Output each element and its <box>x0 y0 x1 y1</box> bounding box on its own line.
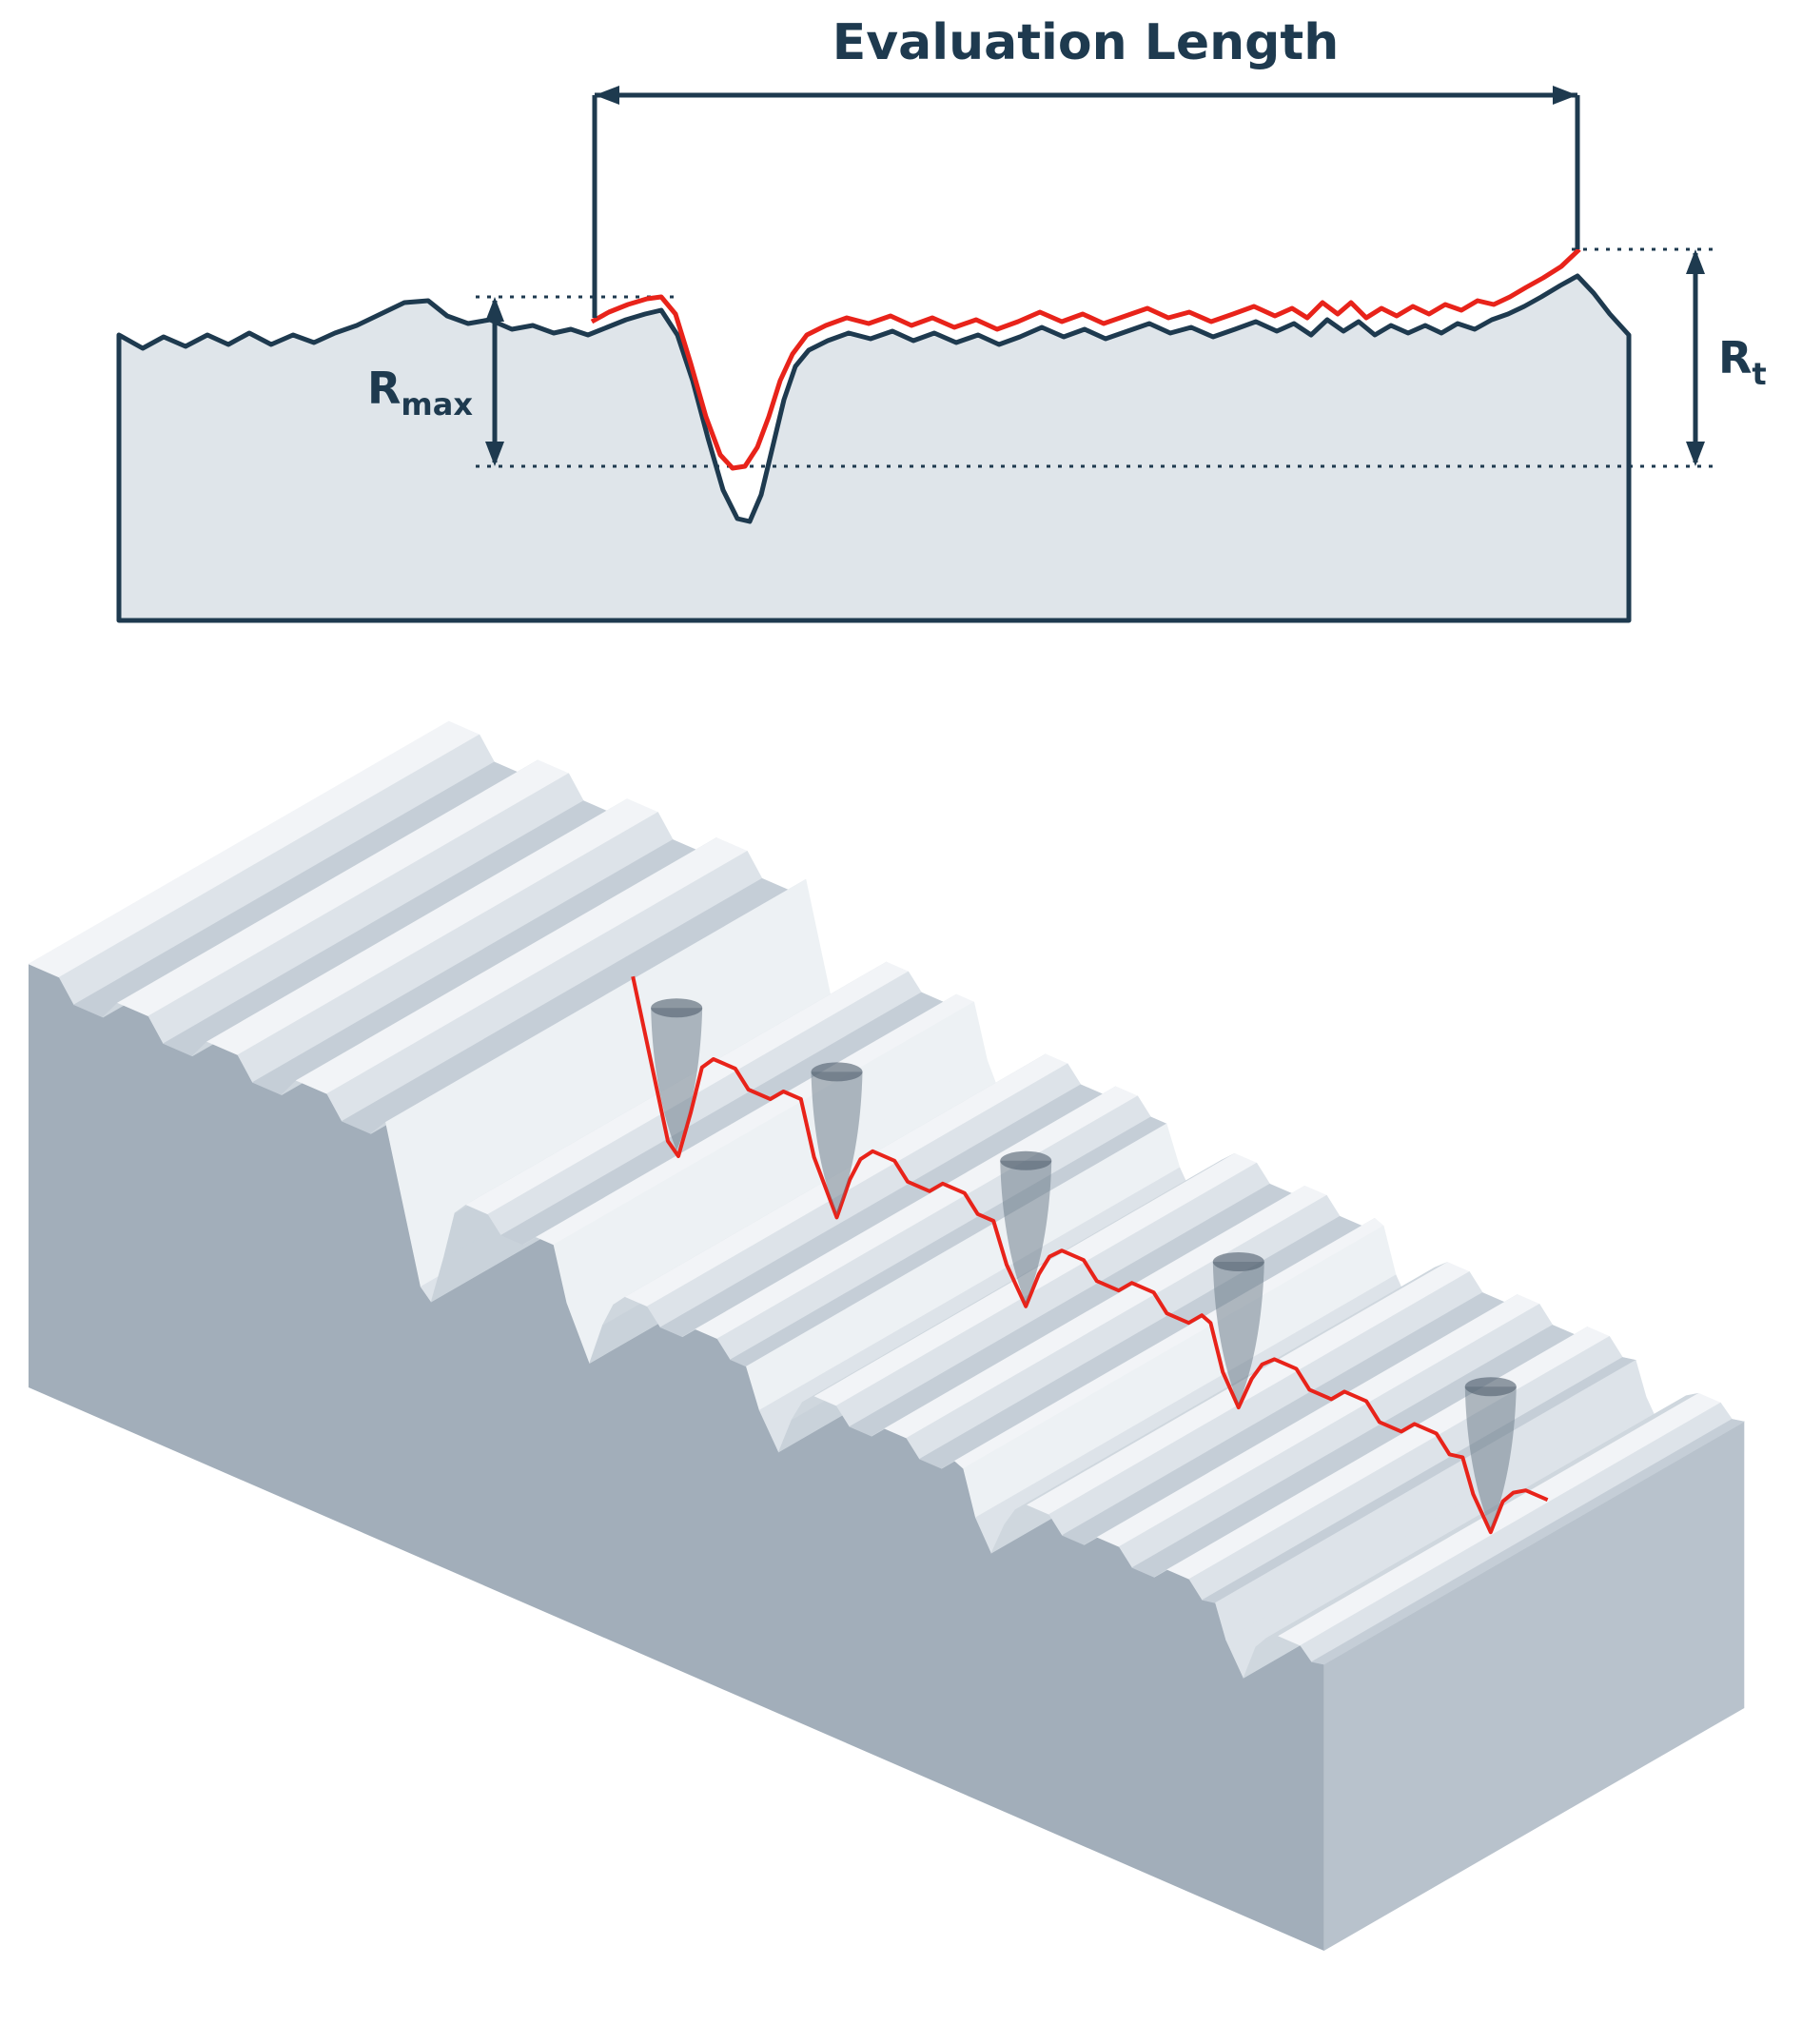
stylus-probe-top-rim <box>651 998 703 1018</box>
rt-base: R <box>1718 332 1752 383</box>
stylus-probe <box>1000 1160 1052 1304</box>
arrowhead <box>485 442 504 466</box>
rt-label: Rt <box>1718 332 1767 392</box>
stylus-probe-top-rim <box>1212 1252 1264 1271</box>
stylus-probe-top-rim <box>811 1062 863 1082</box>
stylus-probe <box>1464 1386 1517 1530</box>
evaluation-length-label: Evaluation Length <box>832 14 1340 71</box>
stylus-probe <box>811 1071 863 1215</box>
rmax-base: R <box>367 363 401 414</box>
stylus-probe <box>651 1008 703 1151</box>
stylus-probe-top-rim <box>1000 1150 1052 1170</box>
stylus-trace <box>631 975 1549 1535</box>
arrowhead <box>1553 86 1577 105</box>
surface-cross-section <box>116 273 1632 623</box>
roughness-trace <box>590 247 1581 471</box>
isometric-surface-illustration <box>28 720 1746 1951</box>
arrowhead <box>1686 442 1705 466</box>
block-right-face <box>1323 1422 1745 1951</box>
top-surface-segment <box>1310 1419 1746 1665</box>
rmax-subscript: max <box>401 386 473 423</box>
rmax-label: Rmax <box>367 363 473 423</box>
stylus-probe-top-rim <box>1464 1377 1517 1397</box>
arrowhead <box>595 86 619 105</box>
block-front-face <box>29 964 1324 1951</box>
arrowhead <box>1686 249 1705 274</box>
profile-diagram <box>116 86 1713 623</box>
stylus-probe <box>1212 1262 1264 1405</box>
rt-subscript: t <box>1752 356 1766 392</box>
arrowhead <box>485 297 504 322</box>
